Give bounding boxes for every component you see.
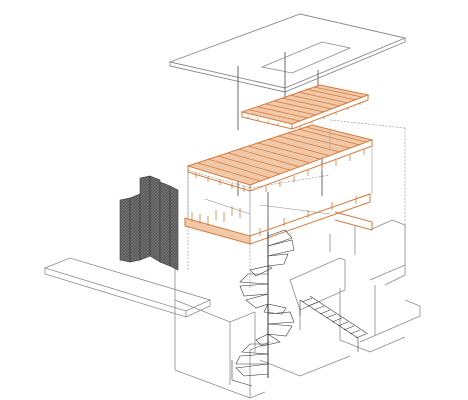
spiral-staircase [231, 229, 295, 387]
upper-timber-deck [240, 84, 370, 130]
middle-timber-deck [186, 124, 374, 192]
connection-lines [187, 130, 373, 236]
roof-plate [168, 13, 407, 93]
perforated-panels [119, 175, 179, 271]
skylight [260, 41, 352, 74]
street-slab [43, 257, 212, 318]
straight-staircase [299, 295, 369, 352]
concrete-shell [174, 219, 421, 399]
lower-timber-deck [184, 193, 373, 245]
